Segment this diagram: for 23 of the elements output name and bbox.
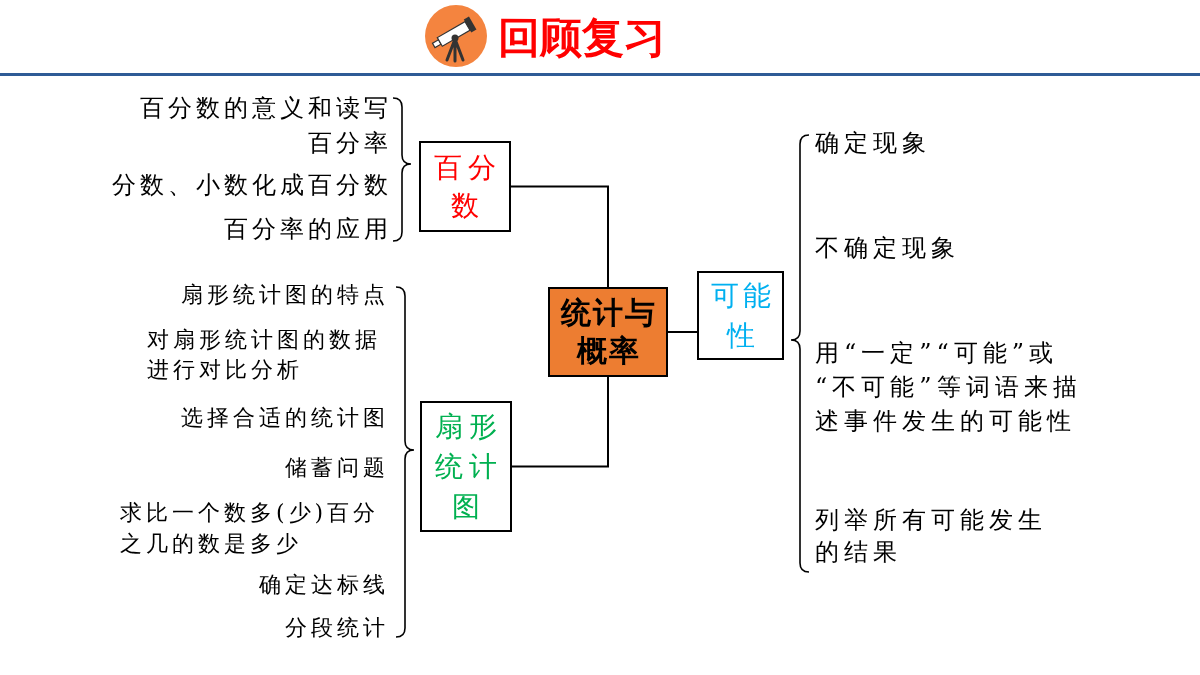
branch-text: 分段统计 xyxy=(284,614,389,642)
branch-text: 分数、小数化成百分数 xyxy=(111,170,392,200)
connector xyxy=(511,376,609,468)
branch-text: 确定现象 xyxy=(815,128,932,159)
branch-text: 储蓄问题 xyxy=(284,454,389,482)
branch-text: 列举所有可能发生的结果 xyxy=(815,505,1048,568)
branch-text: 不确定现象 xyxy=(815,233,961,264)
connector xyxy=(667,331,698,333)
topic-box: 百分数 xyxy=(419,141,511,232)
branch-text: 百分数的意义和读写 xyxy=(139,93,392,123)
branch-text: 求比一个数多(少)百分之几的数是多少 xyxy=(120,499,381,558)
connector xyxy=(510,185,609,288)
branch-text: 百分率的应用 xyxy=(223,214,392,244)
main-topic-box: 统计与概率 xyxy=(548,287,668,377)
topic-box: 扇形统计图 xyxy=(420,401,512,532)
branch-text: 百分率 xyxy=(307,128,392,158)
branch-text: 扇形统计图的特点 xyxy=(180,281,389,309)
branch-text: 对扇形统计图的数据进行对比分析 xyxy=(147,326,382,384)
topic-box: 可能性 xyxy=(697,271,784,360)
branch-text: 选择合适的统计图 xyxy=(180,404,389,432)
branch-text: 用“一定”“可能”或“不可能”等词语来描述事件发生的可能性 xyxy=(815,338,1083,437)
title: 回顾复习 xyxy=(498,13,666,63)
branch-text: 确定达标线 xyxy=(258,571,389,599)
